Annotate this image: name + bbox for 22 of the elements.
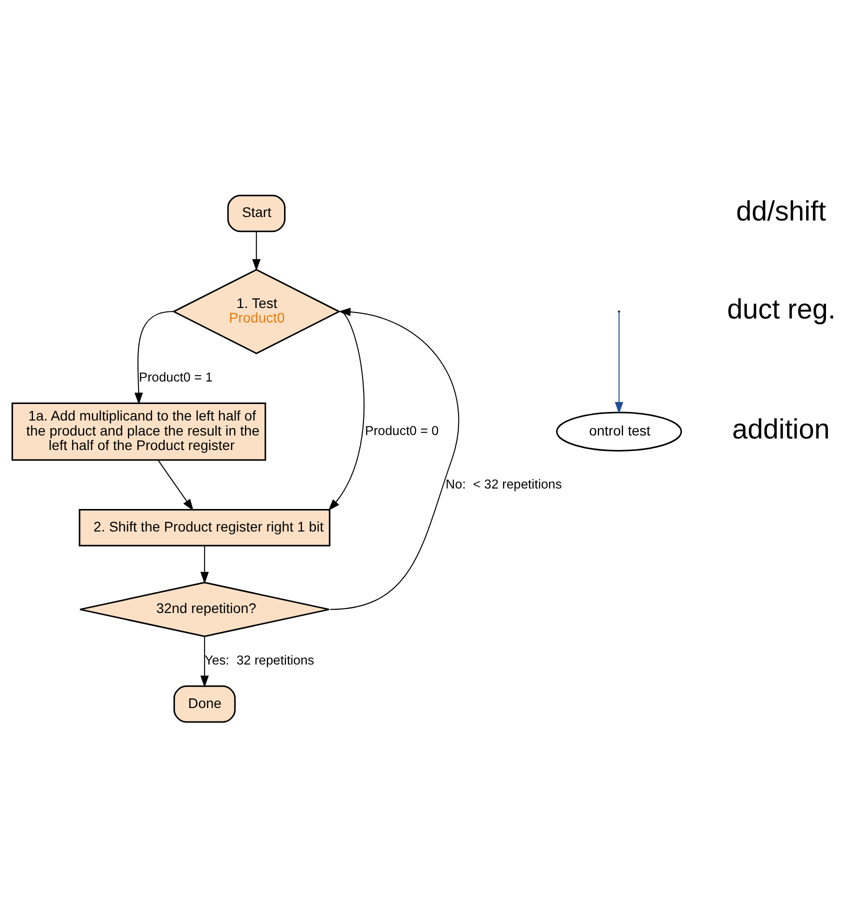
arrow	[200, 545, 209, 584]
edge-label: Yes: 32 repetitions	[204, 652, 314, 668]
label: duct reg.	[727, 292, 836, 324]
arrow	[158, 459, 194, 510]
arrow	[330, 307, 460, 610]
node-ellipse: ontrol test	[556, 411, 682, 451]
node-box: Done	[173, 684, 236, 722]
node-box: 1a. Add multiplicand to the left half of the product and place the result in the left half of the Product register	[12, 402, 266, 460]
edge-label: Product0 = 1	[138, 369, 213, 384]
arrow	[614, 312, 624, 414]
arrow	[252, 230, 261, 271]
label: addition	[732, 412, 830, 444]
edge-label: No: < 32 repetitions	[446, 476, 562, 491]
edge-label: Product0 = 0	[364, 422, 439, 438]
arrow	[328, 310, 365, 510]
arrow	[200, 636, 209, 688]
node-box: 2. Shift the Product register right 1 bit	[78, 508, 330, 546]
node-box: Start	[227, 194, 286, 232]
label: dd/shift	[736, 194, 826, 226]
node-diamond: 32nd repetition?	[79, 581, 330, 637]
node-diamond: 1. Test Product0	[172, 268, 341, 354]
arrow	[134, 310, 174, 404]
